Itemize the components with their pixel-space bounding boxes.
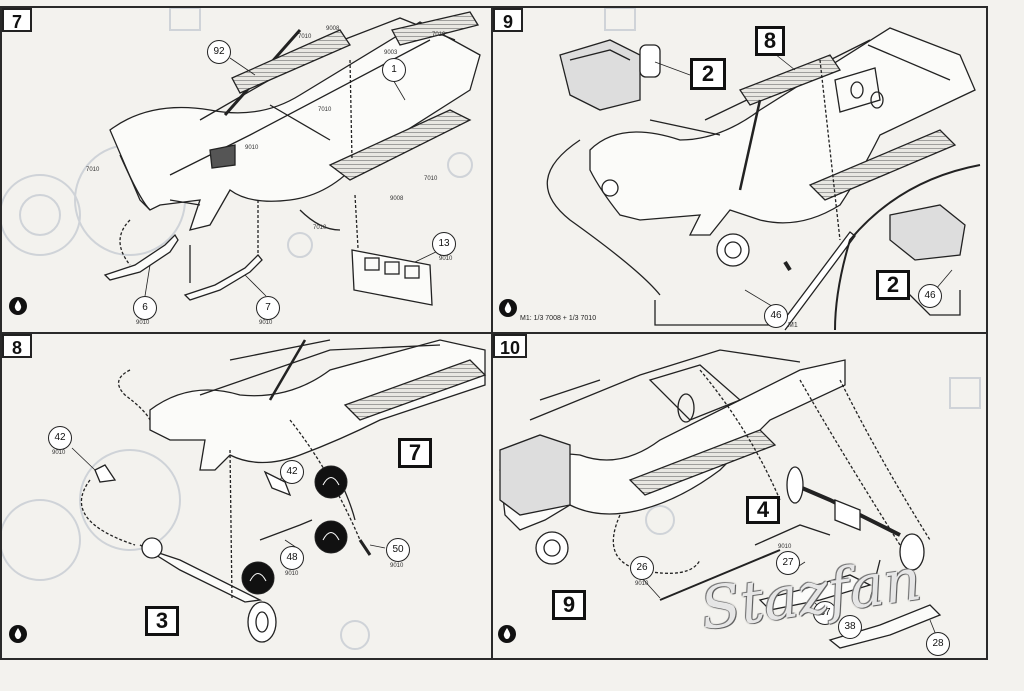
panel-10-chassis-drawing bbox=[499, 349, 942, 649]
paint-code: 7010 bbox=[86, 167, 100, 173]
paint-mix-formula: M1: 1/3 7008 + 1/3 7010 bbox=[520, 315, 597, 322]
step-number-10: 10 bbox=[493, 334, 527, 358]
part-callout-6: 6 bbox=[133, 296, 157, 320]
part-callout-48: 48 bbox=[280, 546, 304, 570]
paint-code: 9010 bbox=[390, 563, 404, 569]
ref-box-9: 9 bbox=[552, 590, 586, 620]
part-callout-38: 38 bbox=[838, 615, 862, 639]
part-callout-46: 46 bbox=[764, 304, 788, 328]
step-8-panel bbox=[0, 332, 493, 660]
paint-drop-icon bbox=[9, 625, 27, 643]
part-callout-26: 26 bbox=[630, 556, 654, 580]
paint-code: 9008 bbox=[326, 26, 340, 32]
paint-code: 7010 bbox=[424, 176, 438, 182]
panel-9-chassis-drawing bbox=[546, 27, 981, 331]
step-9-panel bbox=[491, 6, 988, 334]
paint-code: 9010 bbox=[285, 571, 299, 577]
glue-warning-icons bbox=[241, 465, 348, 595]
paint-drop-icon bbox=[498, 625, 516, 643]
panel-8-chassis-drawing bbox=[80, 339, 487, 643]
paint-code: 7010 bbox=[432, 32, 446, 38]
part-callout-27: 27 bbox=[776, 551, 800, 575]
paint-code: 9010 bbox=[136, 320, 150, 326]
part-callout-28: 28 bbox=[926, 632, 950, 656]
step-number-9: 9 bbox=[493, 8, 523, 32]
part-callout-46-inset: 46 bbox=[918, 284, 942, 308]
ref-box-2: 2 bbox=[690, 58, 726, 90]
paint-drop-icon bbox=[499, 299, 517, 317]
ref-box-7: 7 bbox=[398, 438, 432, 468]
part-callout-42-b: 42 bbox=[280, 460, 304, 484]
paint-code: 7010 bbox=[313, 225, 327, 231]
part-callout-92: 92 bbox=[207, 40, 231, 64]
paint-code: 9010 bbox=[52, 450, 66, 456]
paint-code: 9010 bbox=[778, 544, 792, 550]
part-callout-42: 42 bbox=[48, 426, 72, 450]
ref-box-8: 8 bbox=[755, 26, 785, 56]
step-10-panel bbox=[491, 332, 988, 660]
paint-code: 9008 bbox=[390, 196, 404, 202]
paint-code: 9010 bbox=[259, 320, 273, 326]
part-callout-7: 7 bbox=[256, 296, 280, 320]
paint-code: 7010 bbox=[318, 107, 332, 113]
ref-box-3: 3 bbox=[145, 606, 179, 636]
paint-code: 9010 bbox=[635, 581, 649, 587]
ref-box-2-inset: 2 bbox=[876, 270, 910, 300]
step-number-7: 7 bbox=[2, 8, 32, 32]
paint-code-m1: M1 bbox=[788, 322, 798, 329]
paint-code: 9010 bbox=[245, 145, 259, 151]
step-7-panel bbox=[0, 6, 493, 334]
part-callout-50: 50 bbox=[386, 538, 410, 562]
ref-box-4: 4 bbox=[746, 496, 780, 524]
paint-code: 9003 bbox=[384, 50, 398, 56]
step-number-8: 8 bbox=[2, 334, 32, 358]
part-callout-37: 37 bbox=[813, 601, 837, 625]
part-callout-1: 1 bbox=[382, 58, 406, 82]
paint-code: 9010 bbox=[439, 256, 453, 262]
paint-drop-icon bbox=[9, 297, 27, 315]
part-callout-13: 13 bbox=[432, 232, 456, 256]
paint-code: 7010 bbox=[298, 34, 312, 40]
